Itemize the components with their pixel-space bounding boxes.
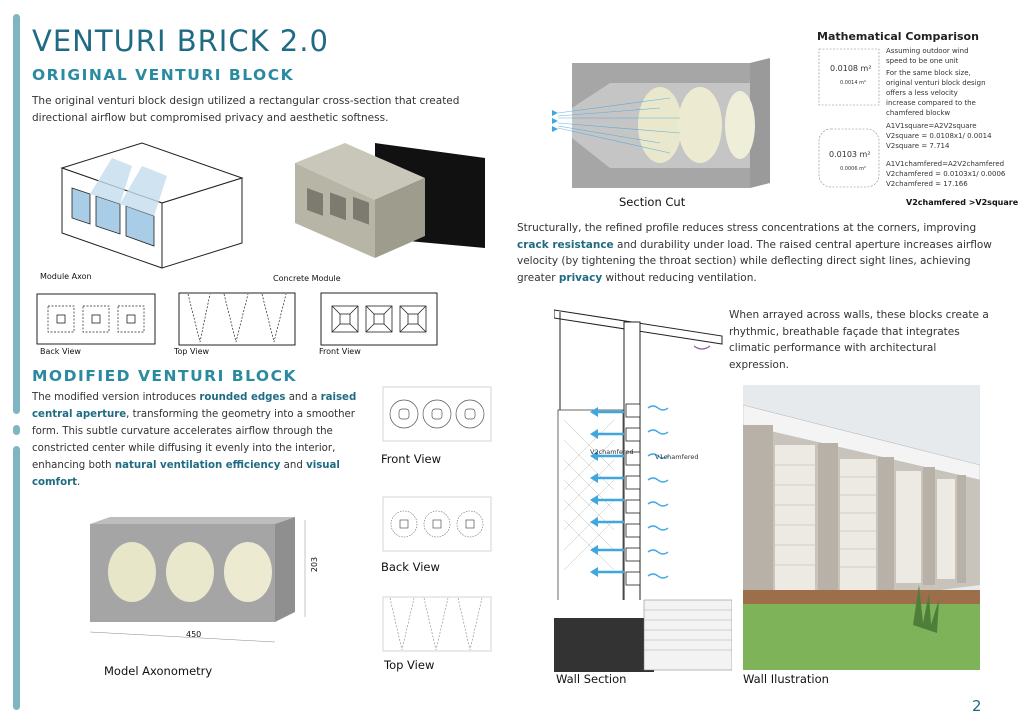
math-area-chamfered-small: 0.0006 m² [840,166,866,172]
original-back-view-drawing [36,293,156,345]
math-eq-2: V2square = 0.0108x1/ 0.0014 [886,132,992,140]
original-back-view-label: Back View [40,347,81,356]
math-eq-5: V2chamfered = 0.0103x1/ 0.0006 [886,170,1006,178]
modified-front-view-label: Front View [381,452,442,466]
original-description: The original venturi block design utiliz… [32,95,460,124]
array-paragraph: When arrayed across walls, these blocks … [729,309,989,371]
wall-illustration-label: Wall Ilustration [743,672,829,686]
module-axon-drawing [60,142,244,269]
concrete-module-image [295,143,485,258]
math-eq-1: A1V1square=A2V2square [886,122,977,130]
modified-top-view-label: Top View [384,658,435,672]
module-axon-label: Module Axon [40,272,92,281]
sidebar-bar-middle [13,425,20,435]
original-heading: ORIGINAL VENTURI BLOCK [32,66,295,84]
modified-back-view-drawing [382,496,492,552]
modified-description: The modified version introduces rounded … [32,392,357,488]
math-area-square: 0.0108 m² [830,64,872,73]
original-front-view-drawing [320,292,438,346]
math-note-2: For the same block size, original ventur… [886,69,986,117]
dim-width-label: 450 [186,630,202,639]
sidebar-bar-top [13,14,20,414]
wall-section-v1-label: V1chamfered [655,453,699,461]
dim-height-label: 203 [310,556,320,573]
structural-paragraph: Structurally, the refined profile reduce… [517,222,992,284]
modified-front-view-drawing [382,386,492,442]
math-eq-4: A1V1chamfered=A2V2chamfered [886,160,1005,168]
original-front-view-label: Front View [319,347,361,356]
section-cut-drawing [552,58,770,188]
wall-section-drawing [554,309,732,672]
wall-section-label: Wall Section [556,672,627,686]
sidebar-bar-bottom [13,446,20,710]
section-cut-label: Section Cut [619,195,686,209]
modified-back-view-label: Back View [381,560,440,574]
math-area-square-small: 0.0014 m² [840,80,866,86]
original-top-view-drawing [178,292,296,346]
math-chamfered-diagram [818,128,880,188]
math-heading: Mathematical Comparison [817,30,979,43]
concrete-module-label: Concrete Module [273,274,341,283]
original-top-view-label: Top View [174,347,210,356]
model-axonometry-label: Model Axonometry [104,664,213,678]
math-result: V2chamfered >V2square [906,198,1019,207]
math-eq-6: V2chamfered = 17.166 [886,180,968,188]
model-axonometry-drawing [89,517,306,643]
math-square-diagram [818,48,880,106]
modified-top-view-drawing [382,596,492,652]
page-title: VENTURI BRICK 2.0 [32,24,329,58]
math-area-chamfered: 0.0103 m² [829,150,871,159]
wall-section-v2-label: V2chamfered [590,448,634,456]
math-eq-3: V2square = 7.714 [886,142,950,150]
modified-heading: MODIFIED VENTURI BLOCK [32,367,297,385]
page-number: 2 [972,697,982,715]
math-note-1: Assuming outdoor wind speed to be one un… [886,47,969,65]
wall-illustration-image [743,385,980,670]
